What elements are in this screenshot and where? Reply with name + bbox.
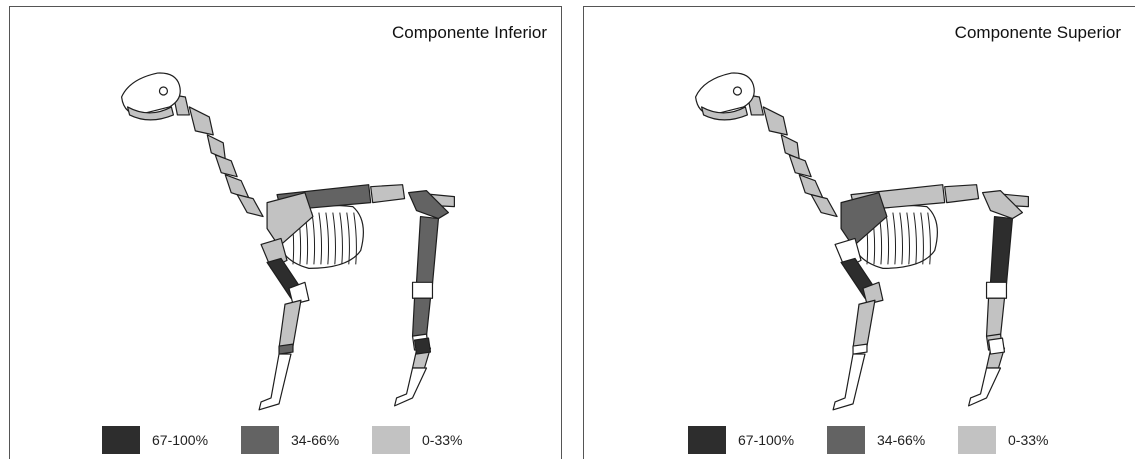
bone-femur <box>991 217 1013 285</box>
legend-label-low: 0-33% <box>1008 432 1048 448</box>
legend-swatch-low <box>958 426 996 454</box>
legend-swatch-mid <box>827 426 865 454</box>
bone-fore-phalanges <box>259 354 291 410</box>
bone-femur <box>417 217 439 285</box>
skeleton-diagram <box>584 7 1135 459</box>
bone-tibia <box>413 298 431 336</box>
bone-carpal-band <box>279 344 293 354</box>
bone-lumbar <box>945 185 979 203</box>
legend-swatch-mid <box>241 426 279 454</box>
bone-carpal-band <box>853 344 867 354</box>
bone-metacarpal <box>279 300 301 348</box>
legend-swatch-high <box>102 426 140 454</box>
bone-hind-phalanges <box>969 368 1001 406</box>
legend-swatch-high <box>688 426 726 454</box>
legend-label-high: 67-100% <box>738 432 794 448</box>
bone-cervical <box>189 107 263 217</box>
bone-fore-phalanges <box>833 354 865 410</box>
bone-lumbar <box>371 185 405 203</box>
legend-label-high: 67-100% <box>152 432 208 448</box>
bone-hind-band <box>415 338 431 354</box>
legend: 67-100% 34-66% 0-33% <box>10 426 561 456</box>
panel-componente-inferior: Componente Inferior 67-100% 34-66% 0-33% <box>9 6 562 459</box>
bone-hind-phalanges <box>395 368 427 406</box>
panel-componente-superior: Componente Superior 67-100% 34-66% 0-33% <box>583 6 1135 459</box>
bone-metacarpal <box>853 300 875 348</box>
legend: 67-100% 34-66% 0-33% <box>584 426 1135 456</box>
skeleton-diagram <box>10 7 561 459</box>
bone-tibia <box>987 298 1005 336</box>
legend-label-low: 0-33% <box>422 432 462 448</box>
legend-label-mid: 34-66% <box>877 432 925 448</box>
bone-patella <box>987 282 1007 298</box>
legend-swatch-low <box>372 426 410 454</box>
bone-patella <box>413 282 433 298</box>
legend-label-mid: 34-66% <box>291 432 339 448</box>
bone-cervical <box>763 107 837 217</box>
bone-hind-band <box>989 338 1005 354</box>
